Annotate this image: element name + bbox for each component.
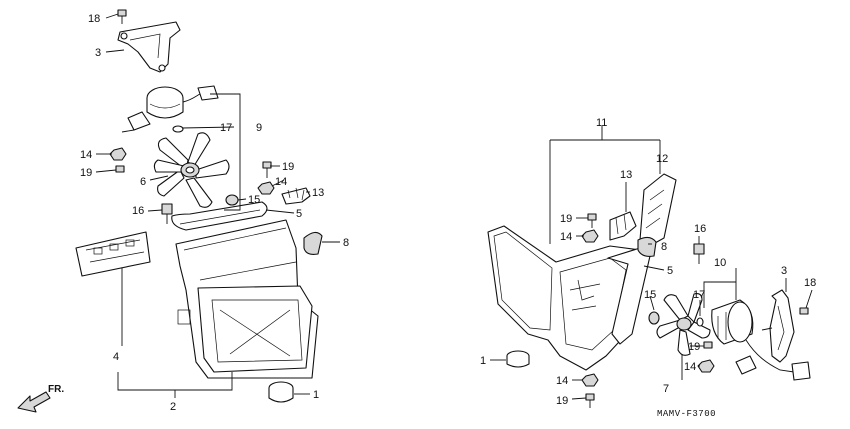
label-17-right: 17 <box>693 289 705 301</box>
bolt-19-upper <box>262 161 272 178</box>
front-direction-arrow: FR. <box>17 384 64 413</box>
label-14-right-mid: 14 <box>684 361 696 373</box>
label-19-right-bottom: 19 <box>556 395 568 407</box>
sensor-16-left <box>161 203 173 224</box>
fan-shroud-2 <box>175 219 319 379</box>
washer-17-right <box>696 317 704 327</box>
fan-bracket-right <box>761 289 795 363</box>
fan-bracket <box>117 21 181 73</box>
label-13-left: 13 <box>312 187 324 199</box>
label-14-right-upper: 14 <box>560 231 572 243</box>
label-6-left: 6 <box>140 176 146 188</box>
grommet-15-left <box>225 194 239 206</box>
left-assembly: 18 3 17 9 14 19 6 19 14 13 15 16 5 8 4 2… <box>17 9 349 413</box>
label-17-left: 17 <box>220 122 232 134</box>
front-label: FR. <box>48 384 64 395</box>
fan-motor-right <box>711 299 811 381</box>
bolt-19-right-upper <box>587 213 597 221</box>
label-18-right: 18 <box>804 277 816 289</box>
label-14-upper: 14 <box>275 176 287 188</box>
grommet-8-left <box>303 231 323 255</box>
label-19-upper: 19 <box>282 161 294 173</box>
bolt-19-left <box>115 165 125 173</box>
label-4-left: 4 <box>113 351 119 363</box>
fan-motor <box>121 85 219 133</box>
sensor-16-right <box>693 236 705 264</box>
label-15-right: 15 <box>644 289 656 301</box>
washer-17 <box>172 125 184 133</box>
grommet-15-right <box>648 311 660 325</box>
fan-blade-right <box>656 293 711 356</box>
label-7-right: 7 <box>663 383 669 395</box>
label-5-left: 5 <box>296 208 302 220</box>
panel-12-right <box>639 173 677 249</box>
label-3-right: 3 <box>781 265 787 277</box>
grommet-1-right <box>506 350 530 368</box>
label-14-left: 14 <box>80 149 92 161</box>
label-19-right-upper: 19 <box>560 213 572 225</box>
bolt-18-left <box>117 9 127 24</box>
label-1-right: 1 <box>480 355 486 367</box>
grommet-1-left <box>268 381 294 403</box>
label-18-left: 18 <box>88 13 100 25</box>
right-assembly: 11 12 13 19 14 8 16 5 10 3 18 15 17 19 1… <box>480 117 816 419</box>
label-9-left: 9 <box>256 122 262 134</box>
label-19-right-mid: 19 <box>688 341 700 353</box>
side-panel-4 <box>75 231 151 277</box>
bolt-18-right <box>799 307 809 315</box>
label-16-left: 16 <box>132 205 144 217</box>
seal-5-left <box>171 201 268 231</box>
nut-14-right-upper <box>581 229 599 243</box>
bolt-19-right-bottom <box>585 393 595 401</box>
label-13-right: 13 <box>620 169 632 181</box>
label-5-right: 5 <box>667 265 673 277</box>
label-2-left: 2 <box>170 401 176 413</box>
nut-14-left <box>109 147 127 161</box>
nut-14-right-mid <box>697 359 715 373</box>
drawing-code: MAMV-F3700 <box>657 409 716 419</box>
label-8-left: 8 <box>343 237 349 249</box>
label-1-left: 1 <box>313 389 319 401</box>
label-8-right: 8 <box>661 241 667 253</box>
label-3-left: 3 <box>95 47 101 59</box>
label-15-left: 15 <box>248 194 260 206</box>
label-11-right: 11 <box>596 117 607 129</box>
label-16-right: 16 <box>694 223 706 235</box>
label-10-right: 10 <box>714 257 726 269</box>
grommet-8-right <box>637 236 657 257</box>
nut-14-right-bottom <box>581 373 599 387</box>
label-14-right-bottom: 14 <box>556 375 568 387</box>
label-12-right: 12 <box>656 153 668 165</box>
clip-13-left <box>281 187 311 205</box>
clip-13-right <box>609 211 637 241</box>
fan-blade <box>153 132 230 208</box>
bolt-19-right-mid <box>703 341 713 349</box>
nut-14-upper <box>257 181 275 195</box>
label-19-left: 19 <box>80 167 92 179</box>
